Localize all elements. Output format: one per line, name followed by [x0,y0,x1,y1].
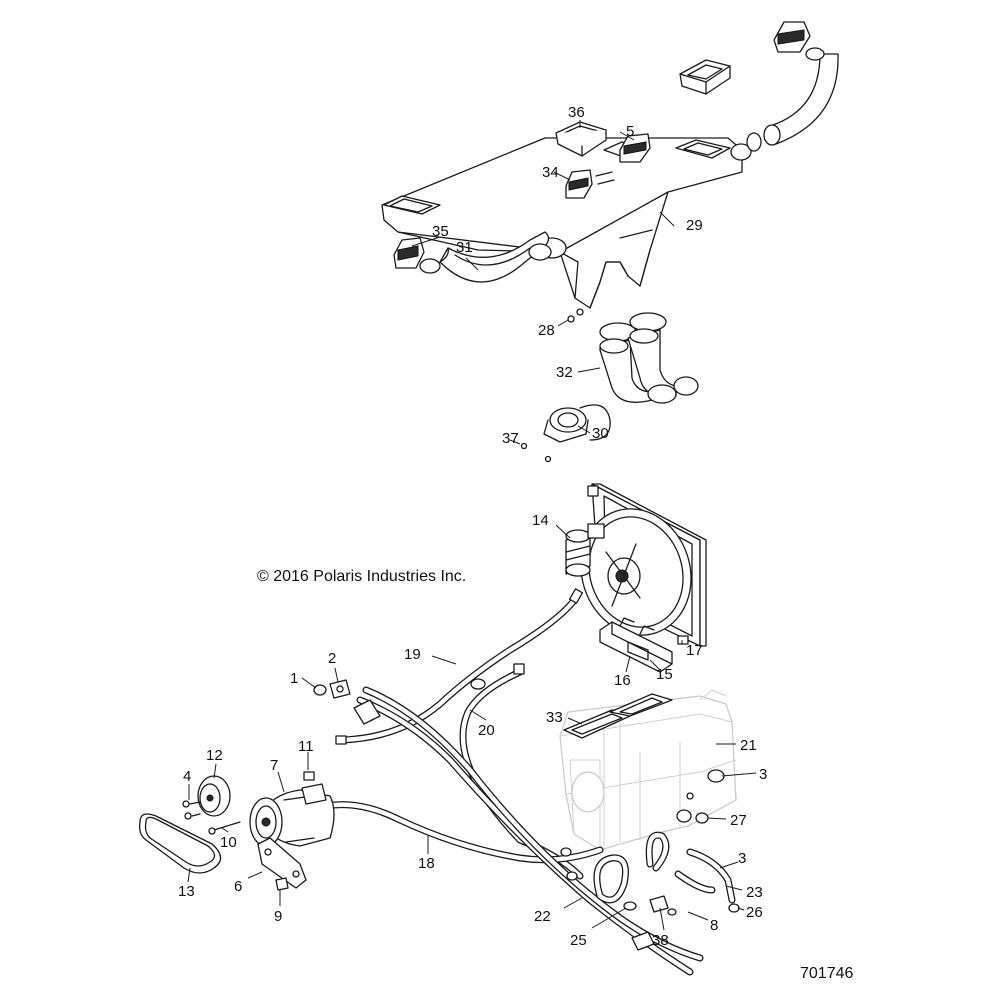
callout-36: 36 [568,104,585,121]
callout-23: 23 [746,884,763,901]
callout-14: 14 [532,512,549,529]
radiator-fan [580,483,707,647]
callout-29: 29 [686,217,703,234]
hose-31 [439,231,552,283]
callout-30: 30 [592,425,609,442]
bolt-11 [303,771,315,781]
copyright-notice: © 2016 Polaris Industries Inc. [257,568,466,585]
gasket-top-right [679,59,731,95]
callout-13: 13 [178,883,195,900]
fittings-38-8-26 [623,895,740,916]
bolt-10 [208,821,241,835]
callout-15: 15 [656,666,673,683]
callout-22: 22 [534,908,551,925]
callout-3a: 3 [759,766,767,783]
louvre-34 [565,169,593,199]
callout-12: 12 [206,747,223,764]
gasket-36 [555,121,607,157]
callout-20: 20 [478,722,495,739]
screw-28 [567,308,584,323]
callout-37: 37 [502,430,519,447]
callout-34: 34 [542,164,559,181]
callout-27: 27 [730,812,747,829]
gasket-33 [563,693,673,739]
bolts-4 [182,800,201,820]
callout-4: 4 [183,768,191,785]
bolt-9 [275,877,289,891]
callout-21: 21 [740,737,757,754]
document-number: 701746 [800,965,853,982]
callout-2: 2 [328,650,336,667]
twin-duct-32 [599,312,699,404]
callout-labels: 1 2 3 3 4 5 6 7 8 9 10 11 12 13 14 15 16… [178,104,767,949]
bracket-6 [257,837,307,889]
callout-19: 19 [404,646,421,663]
callout-31: 31 [456,239,473,256]
callout-10: 10 [220,834,237,851]
heater-box-21 [559,689,737,851]
callout-7: 7 [270,757,278,774]
outlet-30 [543,404,611,443]
callout-1: 1 [290,670,298,687]
callout-28: 28 [538,322,555,339]
callout-3b: 3 [738,850,746,867]
duct-assembly [381,137,752,309]
louvre-5 [619,133,651,163]
pulley-12 [197,775,231,817]
callout-6: 6 [234,878,242,895]
callout-11: 11 [298,738,314,755]
callout-38: 38 [652,932,669,949]
oring-1-valve-2 [313,679,351,699]
fitting-27 [695,812,709,824]
hose-right [746,21,839,152]
bracket-15-16 [599,617,673,673]
callout-5: 5 [626,123,634,140]
clamps-3 [676,769,725,823]
callout-25: 25 [570,932,587,949]
vent-end-35 [393,237,441,274]
belt-13 [138,813,222,874]
callout-8: 8 [710,917,718,934]
callout-9: 9 [274,908,282,925]
callout-33: 33 [546,709,563,726]
callout-32: 32 [556,364,573,381]
callout-18: 18 [418,855,435,872]
callout-35: 35 [432,223,449,240]
leader-lines [187,120,757,931]
hoses [322,594,736,976]
screw-37 [520,442,552,463]
callout-17: 17 [686,642,703,659]
callout-26: 26 [746,904,763,921]
callout-16: 16 [614,672,631,689]
compressor-7 [249,783,335,847]
receiver-drier-14 [565,523,605,577]
